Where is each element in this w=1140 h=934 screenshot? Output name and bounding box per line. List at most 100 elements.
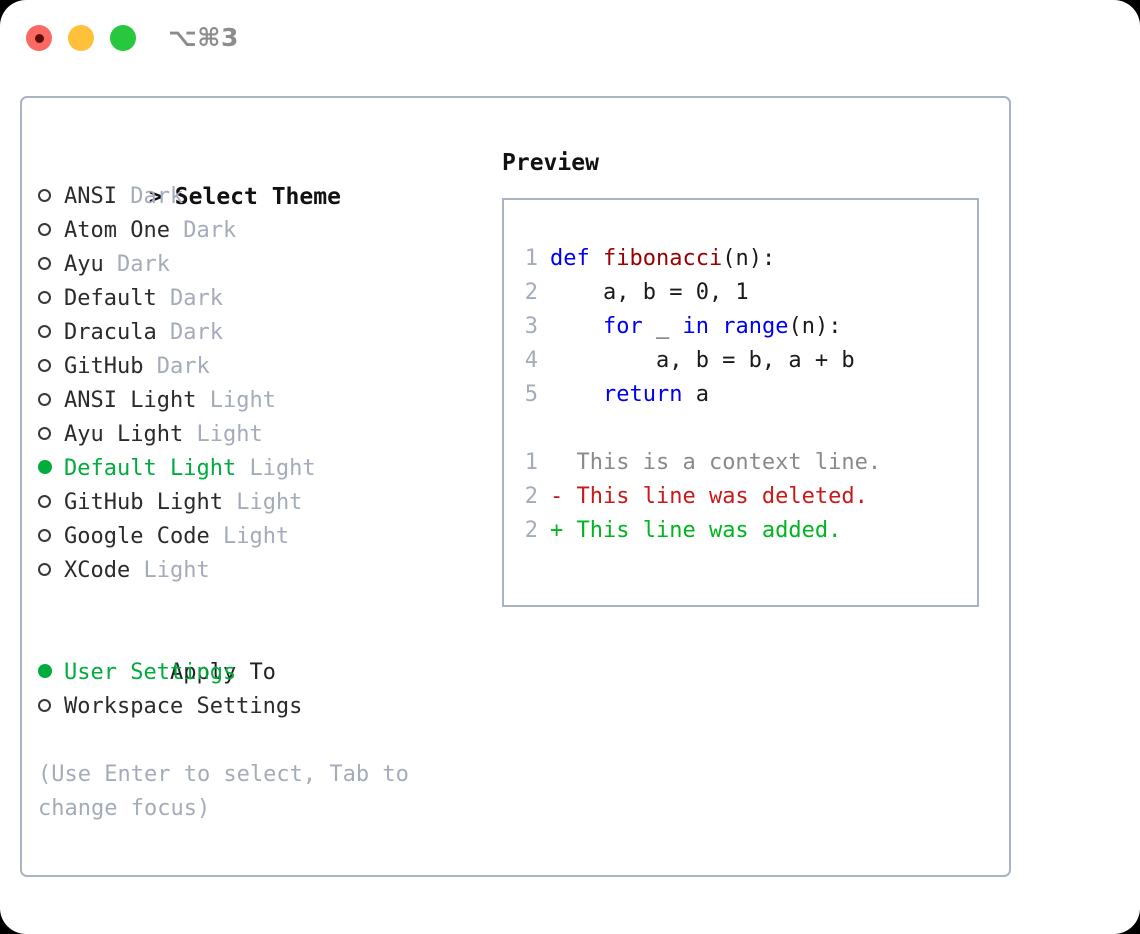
theme-name: Default Light xyxy=(64,456,237,481)
diff-marker xyxy=(550,450,563,475)
theme-name-separator xyxy=(223,490,236,515)
code-line-number: 5 xyxy=(524,382,538,407)
close-button-icon[interactable] xyxy=(26,25,52,51)
code-token-kw: range xyxy=(722,314,789,339)
diff-line-number: 2 xyxy=(524,518,538,543)
diff-line: 2- This line was deleted. xyxy=(512,480,969,514)
theme-list-item[interactable]: Google Code Light xyxy=(38,520,468,554)
code-token-fn: fibonacci xyxy=(602,246,723,271)
apply-to-option-label: Workspace Settings xyxy=(64,694,303,719)
theme-name-separator xyxy=(157,320,170,345)
theme-name: Default xyxy=(64,286,157,311)
code-line-number: 3 xyxy=(524,314,538,339)
keyboard-hint: (Use Enter to select, Tab to change focu… xyxy=(38,762,423,821)
radio-unselected-icon[interactable] xyxy=(38,384,64,418)
theme-list-item[interactable]: XCode Light xyxy=(38,554,468,588)
theme-name-separator xyxy=(236,456,249,481)
theme-name: Ayu xyxy=(64,252,104,277)
diff-line-number: 2 xyxy=(524,484,538,509)
code-line: 4 a, b = b, a + b xyxy=(512,344,969,378)
theme-list-item[interactable]: Atom One Dark xyxy=(38,214,468,248)
theme-name: GitHub Light xyxy=(64,490,223,515)
radio-unselected-icon[interactable] xyxy=(38,316,64,350)
theme-list-item[interactable]: Ayu Dark xyxy=(38,248,468,282)
code-token-pl: _ xyxy=(642,314,683,339)
theme-list-item[interactable]: GitHub Light Light xyxy=(38,486,468,520)
code-token-pl: a, b = 0, 1 xyxy=(550,280,749,305)
theme-name-separator xyxy=(157,286,170,311)
theme-list-item[interactable]: Default Light Light xyxy=(38,452,468,486)
minimize-button-icon[interactable] xyxy=(68,25,94,51)
theme-list-item[interactable]: ANSI Light Light xyxy=(38,384,468,418)
code-line: 5 return a xyxy=(512,378,969,412)
diff-line: 1 This is a context line. xyxy=(512,446,969,480)
preview-title: Preview xyxy=(502,150,599,176)
theme-name: ANSI xyxy=(64,184,117,209)
radio-circle-icon xyxy=(38,188,51,202)
code-token-pl: a xyxy=(682,382,709,407)
radio-circle-icon xyxy=(38,392,51,406)
theme-list-item[interactable]: Dracula Dark xyxy=(38,316,468,350)
theme-category-tag: Light xyxy=(222,524,290,549)
theme-name: Google Code xyxy=(64,524,210,549)
radio-unselected-icon[interactable] xyxy=(38,248,64,282)
apply-to-option-label: User Settings xyxy=(64,660,237,685)
code-token-pl xyxy=(550,314,603,339)
title-bar: ⌥⌘3 xyxy=(0,0,1140,76)
radio-unselected-icon[interactable] xyxy=(38,418,64,452)
radio-unselected-icon[interactable] xyxy=(38,690,64,724)
radio-unselected-icon[interactable] xyxy=(38,214,64,248)
code-token-pl xyxy=(550,382,603,407)
radio-circle-icon xyxy=(38,664,52,678)
theme-category-tag: Light xyxy=(196,422,263,447)
window-title-shortcut: ⌥⌘3 xyxy=(168,23,239,52)
diff-line: 2+ This line was added. xyxy=(512,514,969,548)
radio-unselected-icon[interactable] xyxy=(38,180,64,214)
diff-marker: + xyxy=(550,518,564,543)
apply-to-label: Apply To xyxy=(169,660,276,685)
radio-unselected-icon[interactable] xyxy=(38,282,64,316)
theme-list-item[interactable]: Default Dark xyxy=(38,282,468,316)
theme-category-tag: Dark xyxy=(169,320,223,345)
code-token-kw: return xyxy=(602,382,683,407)
maximize-button-icon[interactable] xyxy=(110,25,136,51)
theme-category-tag: Light xyxy=(143,558,210,583)
theme-picker-header: >Select Theme xyxy=(38,146,468,210)
radio-circle-icon xyxy=(38,222,51,236)
theme-name: GitHub xyxy=(64,354,144,379)
theme-list-item[interactable]: Ayu Light Light xyxy=(38,418,468,452)
theme-name-separator xyxy=(130,558,143,583)
radio-circle-icon xyxy=(38,426,51,440)
apply-to-option[interactable]: User Settings xyxy=(38,656,468,690)
radio-circle-icon xyxy=(38,256,51,270)
theme-name: XCode xyxy=(64,558,131,583)
theme-name-separator xyxy=(117,184,130,209)
code-line-number: 1 xyxy=(524,246,538,271)
apply-to-option[interactable]: Workspace Settings xyxy=(38,690,468,724)
radio-selected-icon[interactable] xyxy=(38,452,64,486)
theme-list-item[interactable]: ANSI Dark xyxy=(38,180,468,214)
code-token-pl: (n): xyxy=(722,246,776,271)
traffic-light-buttons xyxy=(26,25,136,51)
list-spacer xyxy=(38,588,468,622)
radio-unselected-icon[interactable] xyxy=(38,520,64,554)
code-token-kw: for xyxy=(602,314,643,339)
radio-unselected-icon[interactable] xyxy=(38,554,64,588)
theme-list-item[interactable]: GitHub Dark xyxy=(38,350,468,384)
theme-name-separator xyxy=(196,388,209,413)
theme-name-separator xyxy=(104,252,117,277)
radio-unselected-icon[interactable] xyxy=(38,350,64,384)
radio-selected-icon[interactable] xyxy=(38,656,64,690)
code-line-number: 2 xyxy=(524,280,538,305)
radio-unselected-icon[interactable] xyxy=(38,486,64,520)
diff-line-number: 1 xyxy=(524,450,538,475)
theme-name-separator xyxy=(170,218,183,243)
